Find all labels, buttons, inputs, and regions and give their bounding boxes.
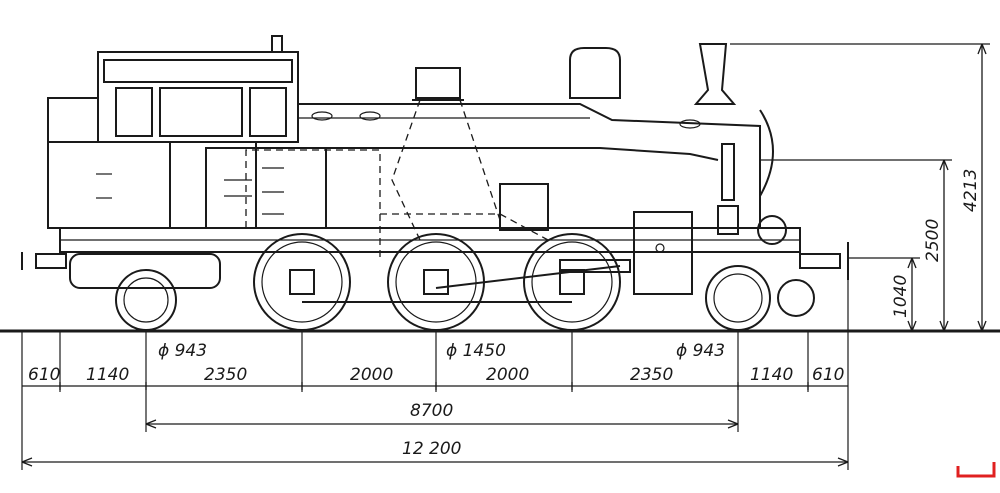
height-label-2500: 2500: [923, 219, 943, 262]
dim-label-1140-rear: 1140: [86, 365, 129, 385]
height-label-1040: 1040: [891, 275, 911, 318]
dim-label-2350-rear: 2350: [204, 365, 247, 385]
driving-wheel-1: [253, 233, 351, 331]
wheel-diameter-label-front: ϕ 943: [676, 341, 725, 361]
locomotive-body: [21, 35, 849, 295]
wheels: [115, 233, 815, 331]
dim-label-overall-length: 12 200: [402, 439, 461, 459]
dim-label-2000-a: 2000: [350, 365, 393, 385]
dim-label-2000-b: 2000: [486, 365, 529, 385]
driving-wheel-2: [387, 233, 485, 331]
dim-label-2350-front: 2350: [630, 365, 673, 385]
dim-label-610-front: 610: [812, 365, 844, 385]
wheel-diameter-label-driving: ϕ 1450: [446, 341, 506, 361]
driving-wheel-3: [523, 233, 621, 331]
rear-carrying-wheel: [115, 269, 177, 331]
front-carrying-wheel: [705, 265, 771, 331]
dim-label-610-rear: 610: [28, 365, 60, 385]
dim-label-wheelbase: 8700: [410, 401, 453, 421]
height-dimension-lines: [730, 43, 990, 332]
dimension-lines: [21, 280, 849, 470]
height-label-4213: 4213: [961, 169, 981, 212]
dim-label-1140-front: 1140: [750, 365, 793, 385]
corner-bracket-icon: [956, 462, 996, 478]
wheel-diameter-label-rear: ϕ 943: [158, 341, 207, 361]
